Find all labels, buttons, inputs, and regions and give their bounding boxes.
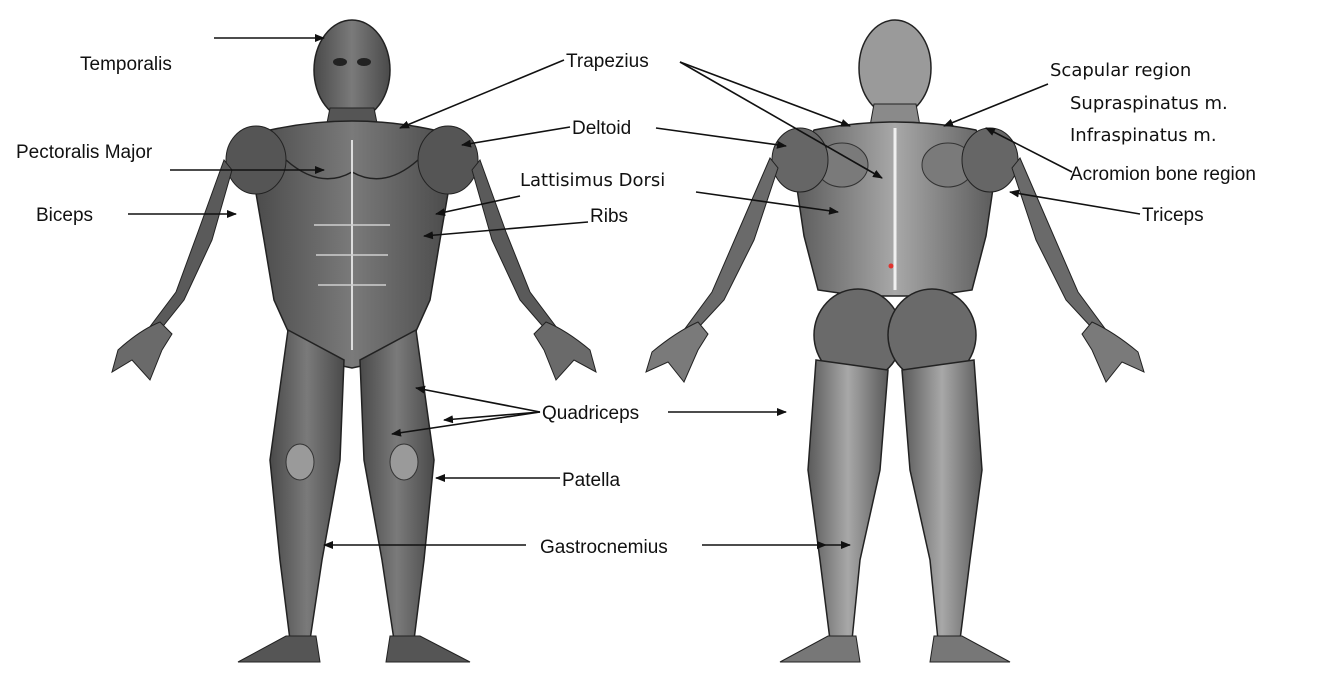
label-acromion: Acromion bone region (1070, 164, 1256, 185)
label-patella: Patella (562, 470, 621, 491)
label-biceps: Biceps (36, 205, 93, 226)
red-marker-dot (889, 264, 894, 269)
label-lattisimus-dorsi: Lattisimus Dorsi (520, 170, 665, 191)
label-triceps: Triceps (1142, 205, 1204, 226)
front-body-figure (112, 20, 596, 662)
label-ribs: Ribs (590, 206, 628, 227)
label-gastrocnemius: Gastrocnemius (540, 537, 668, 558)
label-quadriceps: Quadriceps (542, 403, 639, 424)
label-deltoid: Deltoid (572, 118, 631, 139)
label-supraspinatus: Supraspinatus m. (1070, 93, 1228, 114)
label-infraspinatus: Infraspinatus m. (1070, 125, 1217, 146)
back-body-figure (646, 20, 1144, 662)
label-pectoralis-major: Pectoralis Major (16, 142, 153, 163)
label-trapezius: Trapezius (566, 51, 649, 72)
label-scapular-region: Scapular region (1050, 60, 1191, 81)
label-temporalis: Temporalis (80, 54, 172, 75)
